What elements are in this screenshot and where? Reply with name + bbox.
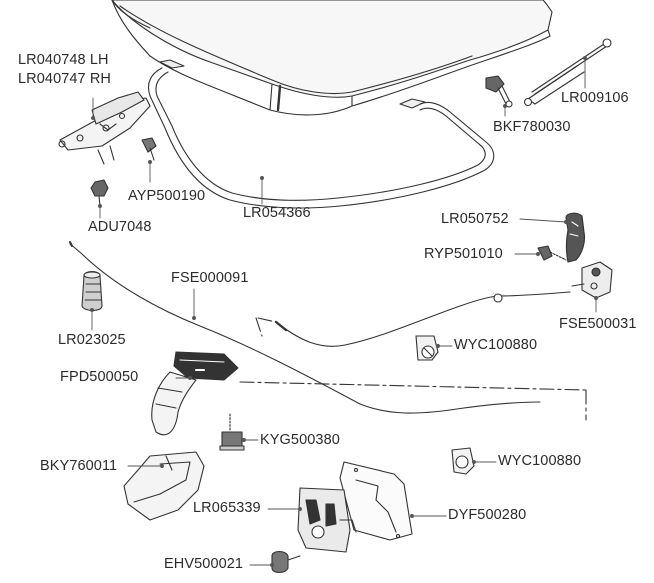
part-label-handle-screw: RYP501010 xyxy=(424,246,503,262)
latch-cover xyxy=(339,461,413,541)
latch xyxy=(297,487,357,553)
part-label-hinge-nut: ADU7048 xyxy=(88,219,152,235)
part-label-gas-strut: LR009106 xyxy=(561,90,629,106)
hinge-assembly xyxy=(58,91,151,165)
hinge-bolt xyxy=(141,137,157,161)
part-label-hinge-bolt: AYP500190 xyxy=(128,188,206,204)
release-cable-secondary xyxy=(274,291,571,347)
part-label-hinge-rh: LR040747 RH xyxy=(18,71,111,87)
part-label-hood-seal: LR054366 xyxy=(243,205,311,221)
cable-clip-lower xyxy=(451,447,475,475)
part-label-cable-clip-lower: WYC100880 xyxy=(498,453,582,469)
part-label-latch-bracket: BKY760011 xyxy=(40,458,118,474)
part-label-strut-ball-stud: BKF780030 xyxy=(493,119,571,135)
leader-lines xyxy=(90,56,598,567)
striker-bolt xyxy=(219,413,245,451)
hood-panel xyxy=(111,0,553,116)
part-label-hinge-lh: LR040748 LH xyxy=(18,52,109,68)
handle-screw xyxy=(537,245,567,261)
part-label-latch: LR065339 xyxy=(193,500,261,516)
part-label-striker: FPD500050 xyxy=(60,369,139,385)
part-label-latch-cover: DYF500280 xyxy=(448,507,527,523)
part-label-release-cable-primary: FSE000091 xyxy=(171,270,249,286)
part-label-release-handle: LR050752 xyxy=(441,211,509,227)
part-label-latch-bolt: EHV500021 xyxy=(164,556,244,572)
release-lever-bracket xyxy=(571,261,613,299)
latch-bracket xyxy=(123,451,205,521)
strut-ball-stud xyxy=(485,75,513,108)
cable-clip-upper xyxy=(415,335,439,361)
latch-bolt xyxy=(271,550,301,574)
part-label-bump-stop: LR023025 xyxy=(58,332,126,348)
release-cable-primary xyxy=(69,241,541,414)
part-label-striker-bolt: KYG500380 xyxy=(260,432,340,448)
gas-strut xyxy=(523,38,612,107)
part-label-release-lever-bracket: FSE500031 xyxy=(559,316,637,332)
bump-stop xyxy=(81,270,103,312)
striker xyxy=(151,351,239,436)
part-label-cable-clip-upper: WYC100880 xyxy=(454,337,538,353)
release-handle xyxy=(565,212,586,263)
hinge-nut xyxy=(90,179,109,207)
hood-seal xyxy=(147,67,495,209)
